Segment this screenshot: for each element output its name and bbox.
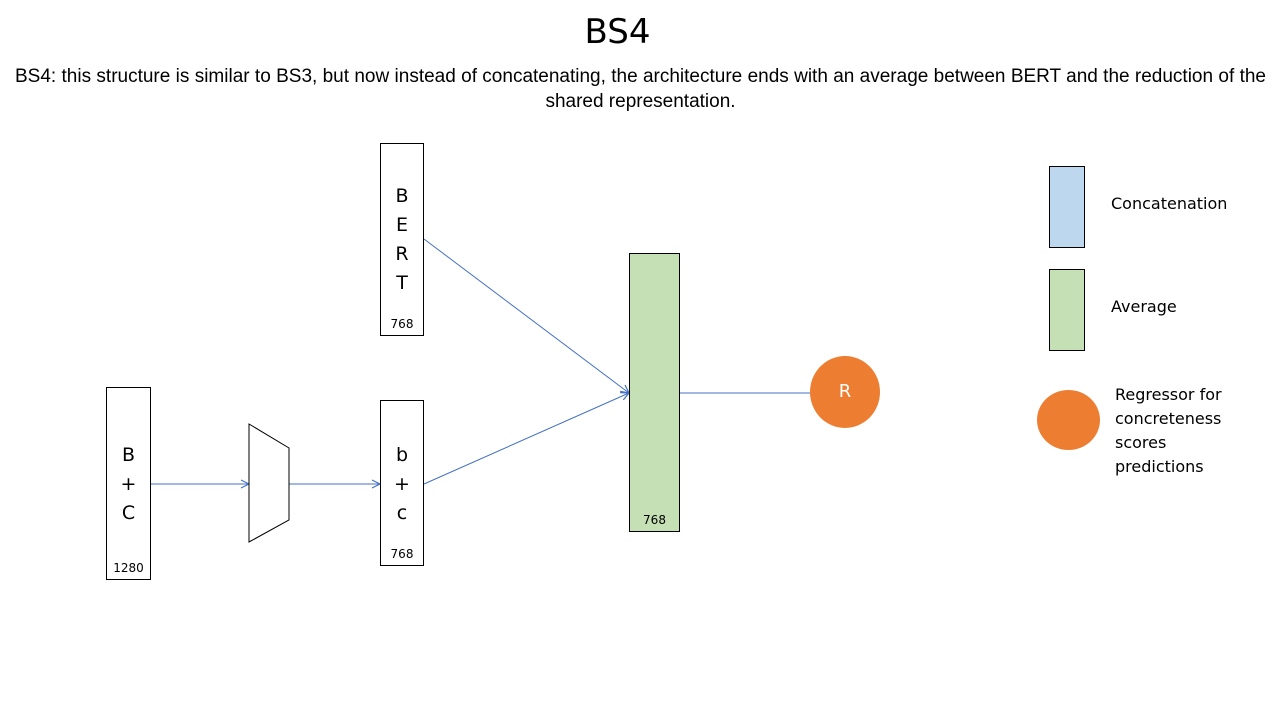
input-letters: B + C (107, 441, 150, 528)
input-dimension: 1280 (113, 561, 144, 575)
legend-average-label: Average (1111, 297, 1177, 316)
input-letter: B (121, 444, 136, 466)
legend-concatenation-label: Concatenation (1111, 194, 1228, 213)
input-representation-box: B + C 1280 (106, 387, 151, 580)
reduced-letter: c (396, 502, 408, 524)
bert-box: B E R T 768 (380, 143, 424, 336)
reduced-representation-box: b + c 768 (380, 400, 424, 566)
slide-title: BS4 (584, 12, 651, 52)
bert-dimension: 768 (390, 317, 414, 331)
arrow-reduced-to-average (423, 393, 629, 485)
arrow-bert-to-average (423, 238, 629, 393)
input-letter: + (120, 473, 137, 495)
reduced-letter: + (394, 473, 410, 495)
bert-letters: B E R T (381, 182, 423, 298)
bert-letter: T (396, 272, 408, 294)
average-box: 768 (629, 253, 680, 532)
legend-regressor-circle (1037, 390, 1100, 450)
bert-letter: E (395, 214, 408, 236)
slide-description: BS4: this structure is similar to BS3, b… (15, 66, 1266, 112)
bert-letter: B (395, 185, 409, 207)
reduced-letters: b + c (381, 441, 423, 528)
input-letter: C (121, 502, 136, 524)
bert-letter: R (395, 243, 409, 265)
reduced-letter: b (395, 444, 409, 466)
average-dimension: 768 (643, 513, 666, 527)
legend-average-swatch (1049, 269, 1085, 351)
legend-concatenation-swatch (1049, 166, 1085, 248)
reduced-dimension: 768 (390, 547, 414, 561)
reducer-trapezoid (248, 423, 290, 543)
regressor-node: R (810, 356, 880, 428)
legend-regressor-label: Regressor for concreteness scores predic… (1115, 385, 1222, 476)
